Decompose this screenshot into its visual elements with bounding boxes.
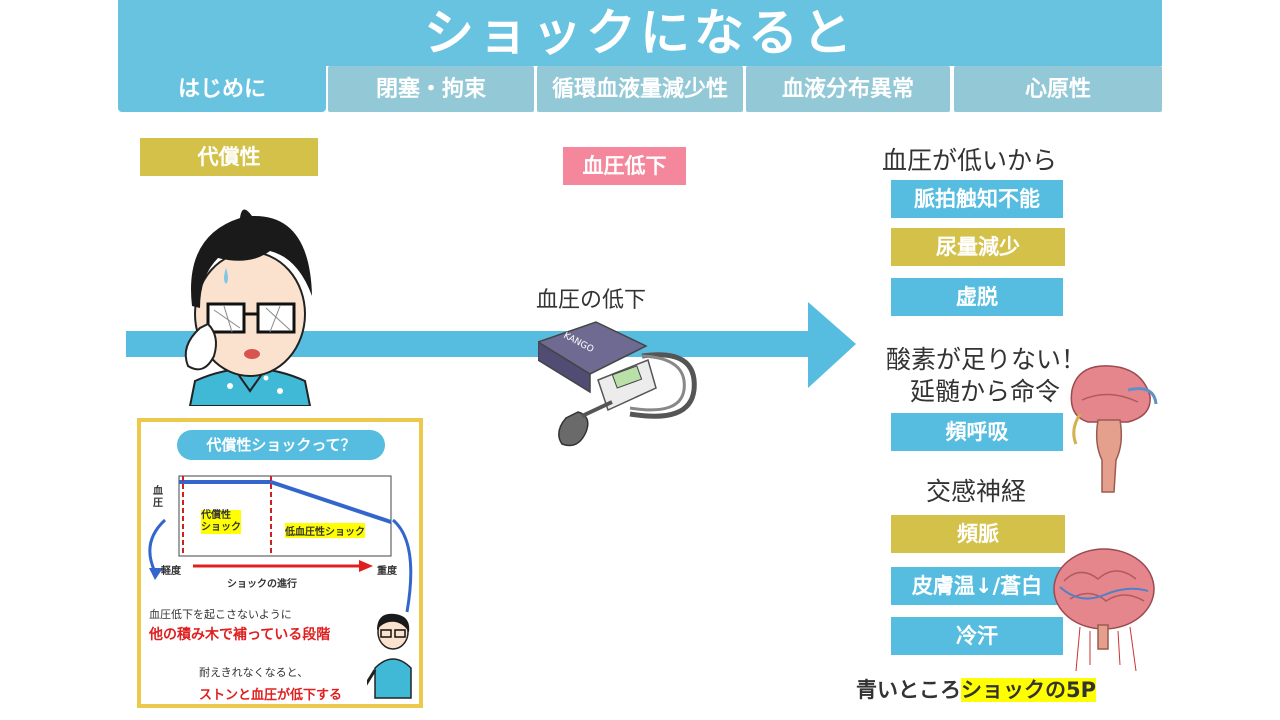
heading-low-bp: 血圧が低いから <box>882 146 1058 175</box>
severe-label: 重度 <box>377 566 397 577</box>
compensatory-shock-inset: 代償性ショックって？ 血 圧 代償性 ショック 低血圧性ショック 軽度 重度 シ… <box>137 418 423 708</box>
heading-medulla-command: 延髄から命令 <box>910 377 1061 406</box>
footer-highlight: ショックの5P <box>961 678 1097 702</box>
title-bar <box>118 0 1162 66</box>
brain-illustration <box>1053 548 1155 671</box>
note-line2: 他の積み木で補っている段階 <box>149 627 331 643</box>
tab-cardiogenic[interactable]: 心原性 <box>954 66 1162 112</box>
tab-obstructive[interactable]: 閉塞・拘束 <box>328 66 534 112</box>
item-decreased-urine: 尿量減少 <box>891 228 1065 266</box>
heading-sympathetic: 交感神経 <box>926 477 1027 506</box>
item-tachypnea: 頻呼吸 <box>891 413 1063 451</box>
blood-pressure-monitor-illustration <box>538 321 697 447</box>
page-title: ショックになると <box>424 4 856 62</box>
tab-hypovolemic[interactable]: 循環血液量減少性 <box>537 66 743 112</box>
stage-compensatory-label: 代償性 ショック <box>201 510 241 534</box>
inset-title: 代償性ショックって？ <box>177 430 385 460</box>
tab-distributive[interactable]: 血液分布異常 <box>746 66 950 112</box>
note-line4: ストンと血圧が低下する <box>199 688 343 703</box>
item-cold-sweat: 冷汗 <box>891 617 1063 655</box>
compensatory-badge: 代償性 <box>140 138 318 176</box>
nurse-illustration <box>367 613 412 699</box>
item-cold-pale-skin: 皮膚温↓/蒼白 <box>891 567 1063 605</box>
inset-chart <box>148 475 413 613</box>
tab-intro[interactable]: はじめに <box>118 66 326 112</box>
bp-drop-badge: 血圧低下 <box>563 147 686 185</box>
progress-label: ショックの進行 <box>227 579 297 590</box>
item-prostration: 虚脱 <box>891 278 1063 316</box>
note-line1: 血圧低下を起こさないように <box>149 608 292 621</box>
mild-label: 軽度 <box>161 566 181 577</box>
footer-prefix: 青いところ <box>856 678 961 702</box>
arrow-label: 血圧の低下 <box>536 288 647 313</box>
brainstem-illustration <box>1070 365 1158 493</box>
heading-oxygen-shortage: 酸素が足りない！ <box>886 345 1087 374</box>
axis-y-label: 血 圧 <box>153 486 163 509</box>
sweating-person-illustration <box>184 209 312 406</box>
note-line3: 耐えきれなくなると、 <box>199 666 309 679</box>
item-tachycardia: 頻脈 <box>891 515 1065 553</box>
footer-note: 青いところショックの5P <box>856 674 1097 704</box>
stage-hypotensive-label: 低血圧性ショック <box>285 523 365 538</box>
item-pulse-impalpable: 脈拍触知不能 <box>891 180 1063 218</box>
